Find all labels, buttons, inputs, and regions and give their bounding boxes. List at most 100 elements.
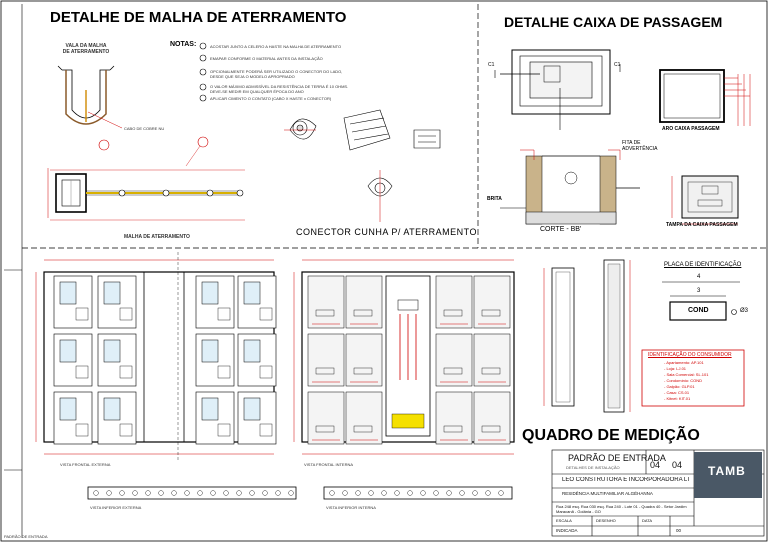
- vista-inferior-interna-label: VISTA INFERIOR INTERNA: [326, 505, 376, 510]
- conduit-hole: [197, 490, 203, 496]
- section-mark-right: C1: [614, 62, 621, 68]
- conduit-hole: [171, 490, 177, 496]
- ident-line: - Condomínio: COND: [664, 378, 703, 383]
- conduit-hole: [407, 490, 413, 496]
- conduit-hole: [368, 490, 374, 496]
- placa-dim-inner: 3: [697, 288, 701, 294]
- meter-box: [195, 333, 235, 387]
- meter-compartment: [345, 275, 383, 329]
- ident-line: - Sala Comercial: SL.101: [664, 372, 709, 377]
- ident-line: - Apartamento: AP.101: [664, 360, 704, 365]
- conduit-hole: [381, 490, 387, 496]
- note-item: APLICAR CIMENTO O CONTATO (CABO X HASTE …: [210, 96, 332, 101]
- conduit-hole: [236, 490, 242, 496]
- conduit-hole: [433, 490, 439, 496]
- conduit-hole: [498, 490, 504, 496]
- conduit-hole: [93, 490, 99, 496]
- malha-plan: [47, 136, 245, 221]
- meter-box: [237, 391, 277, 445]
- ident-line: - Casa: CS.01: [664, 390, 690, 395]
- ident-line: - Galpão: GLP.01: [664, 384, 695, 389]
- meter-compartment: [435, 391, 473, 445]
- meter-compartment: [345, 391, 383, 445]
- placa-dim-width: 4: [697, 274, 701, 280]
- conduit-hole: [249, 490, 255, 496]
- malha-title: DETALHE DE MALHA DE ATERRAMENTO: [50, 9, 347, 26]
- meter-compartment: [435, 275, 473, 329]
- conduit-hole: [420, 490, 426, 496]
- meter-box: [237, 333, 277, 387]
- meter-box: [195, 275, 235, 329]
- section-mark-left: C1: [488, 62, 495, 68]
- revision: 00: [676, 528, 682, 533]
- conduit-hole: [394, 490, 400, 496]
- ident-title: IDENTIFICAÇÃO DO CONSUMIDOR: [648, 352, 732, 358]
- meter-compartment: [307, 333, 345, 387]
- conduit-hole: [485, 490, 491, 496]
- aro-caixa: [659, 69, 751, 126]
- conduit-hole: [184, 490, 190, 496]
- conector-title: CONECTOR CUNHA P/ ATERRAMENTO: [296, 227, 478, 237]
- aro-label: ARO CAIXA PASSAGEM: [662, 126, 720, 132]
- cond-label: COND: [688, 307, 709, 314]
- sheet-number: 04: [650, 460, 661, 470]
- quadro-title: QUADRO DE MEDIÇÃO: [522, 427, 700, 444]
- title-block: [551, 449, 765, 537]
- corner-note: PADRÃO DE ENTRADA: [4, 534, 48, 539]
- meter-compartment: [473, 391, 511, 445]
- meter-compartment: [345, 333, 383, 387]
- ident-line: - Kitnet: KIT.01: [664, 396, 691, 401]
- conduit-hole: [145, 490, 151, 496]
- ident-line: - Loja: LJ.01: [664, 366, 687, 371]
- conector-details: [284, 109, 441, 222]
- sheet-total: 04: [672, 460, 683, 470]
- conduit-hole: [132, 490, 138, 496]
- project-name: RESIDÊNCIA MULTIFAMILIAR ALGÉHANNA: [562, 491, 653, 496]
- caixa-corte: [500, 149, 640, 225]
- meter-compartment: [307, 391, 345, 445]
- meter-box: [53, 333, 93, 387]
- meter-box: [97, 275, 137, 329]
- tampa-caixa: [671, 175, 739, 225]
- meter-box: [97, 333, 137, 387]
- date-label: DATA: [642, 518, 653, 523]
- brita-label: BRITA: [487, 196, 502, 202]
- vala-label: VALA DA MALHA DE ATERRAMENTO: [62, 43, 110, 55]
- conduit-hole: [223, 490, 229, 496]
- note-item: EMAPAR CONFORME O MATERIAL ANTES DA INST…: [210, 56, 323, 61]
- scale-value: INDICADA: [556, 528, 578, 533]
- conduit-hole: [459, 490, 465, 496]
- fita-label: FITA DE ADVERTÊNCIA: [622, 140, 658, 152]
- drawn-label: DESENHO: [596, 518, 616, 523]
- meter-box: [53, 391, 93, 445]
- vista-frontal-interna-label: VISTA FRONTAL INTERNA: [304, 462, 354, 467]
- meter-compartment: [473, 275, 511, 329]
- conduit-hole: [355, 490, 361, 496]
- tampa-label: TAMPA DA CAIXA PASSAGEM: [666, 222, 738, 228]
- padrao-title: PADRÃO DE ENTRADA: [568, 453, 666, 463]
- note-item: ACOSTAR JUNTO A CELERO A HASTE NA MALHA …: [210, 44, 342, 49]
- quadro-frontal-interno: [293, 259, 515, 455]
- vala-drawing: [57, 65, 123, 129]
- hole-diameter: Ø3: [740, 308, 749, 314]
- corte-label: CORTE - BB': [540, 226, 582, 233]
- conduit-hole: [275, 490, 281, 496]
- cabo-label: CABO DE COBRE NU: [124, 126, 165, 131]
- project-address: Rua 248 esq. Rua 030 esq. Rua 240 - Lote…: [556, 504, 687, 514]
- vista-inferior-externa-label: VISTA INFERIOR EXTERNA: [90, 505, 142, 510]
- conduit-hole: [106, 490, 112, 496]
- meters-external: [53, 275, 277, 445]
- notes-bullets: [199, 42, 207, 102]
- caixa-plan: [494, 49, 621, 130]
- padrao-subtitle: DETALHES DE INSTALAÇÃO: [566, 465, 620, 470]
- conduit-hole: [119, 490, 125, 496]
- meter-box: [195, 391, 235, 445]
- conduit-hole: [472, 490, 478, 496]
- placa-title: PLACA DE IDENTIFICAÇÃO: [664, 262, 742, 268]
- meter-compartment: [435, 333, 473, 387]
- meter-box: [97, 391, 137, 445]
- vista-frontal-externa-label: VISTA FRONTAL EXTERNA: [60, 462, 111, 467]
- conduit-hole: [329, 490, 335, 496]
- conduit-hole: [210, 490, 216, 496]
